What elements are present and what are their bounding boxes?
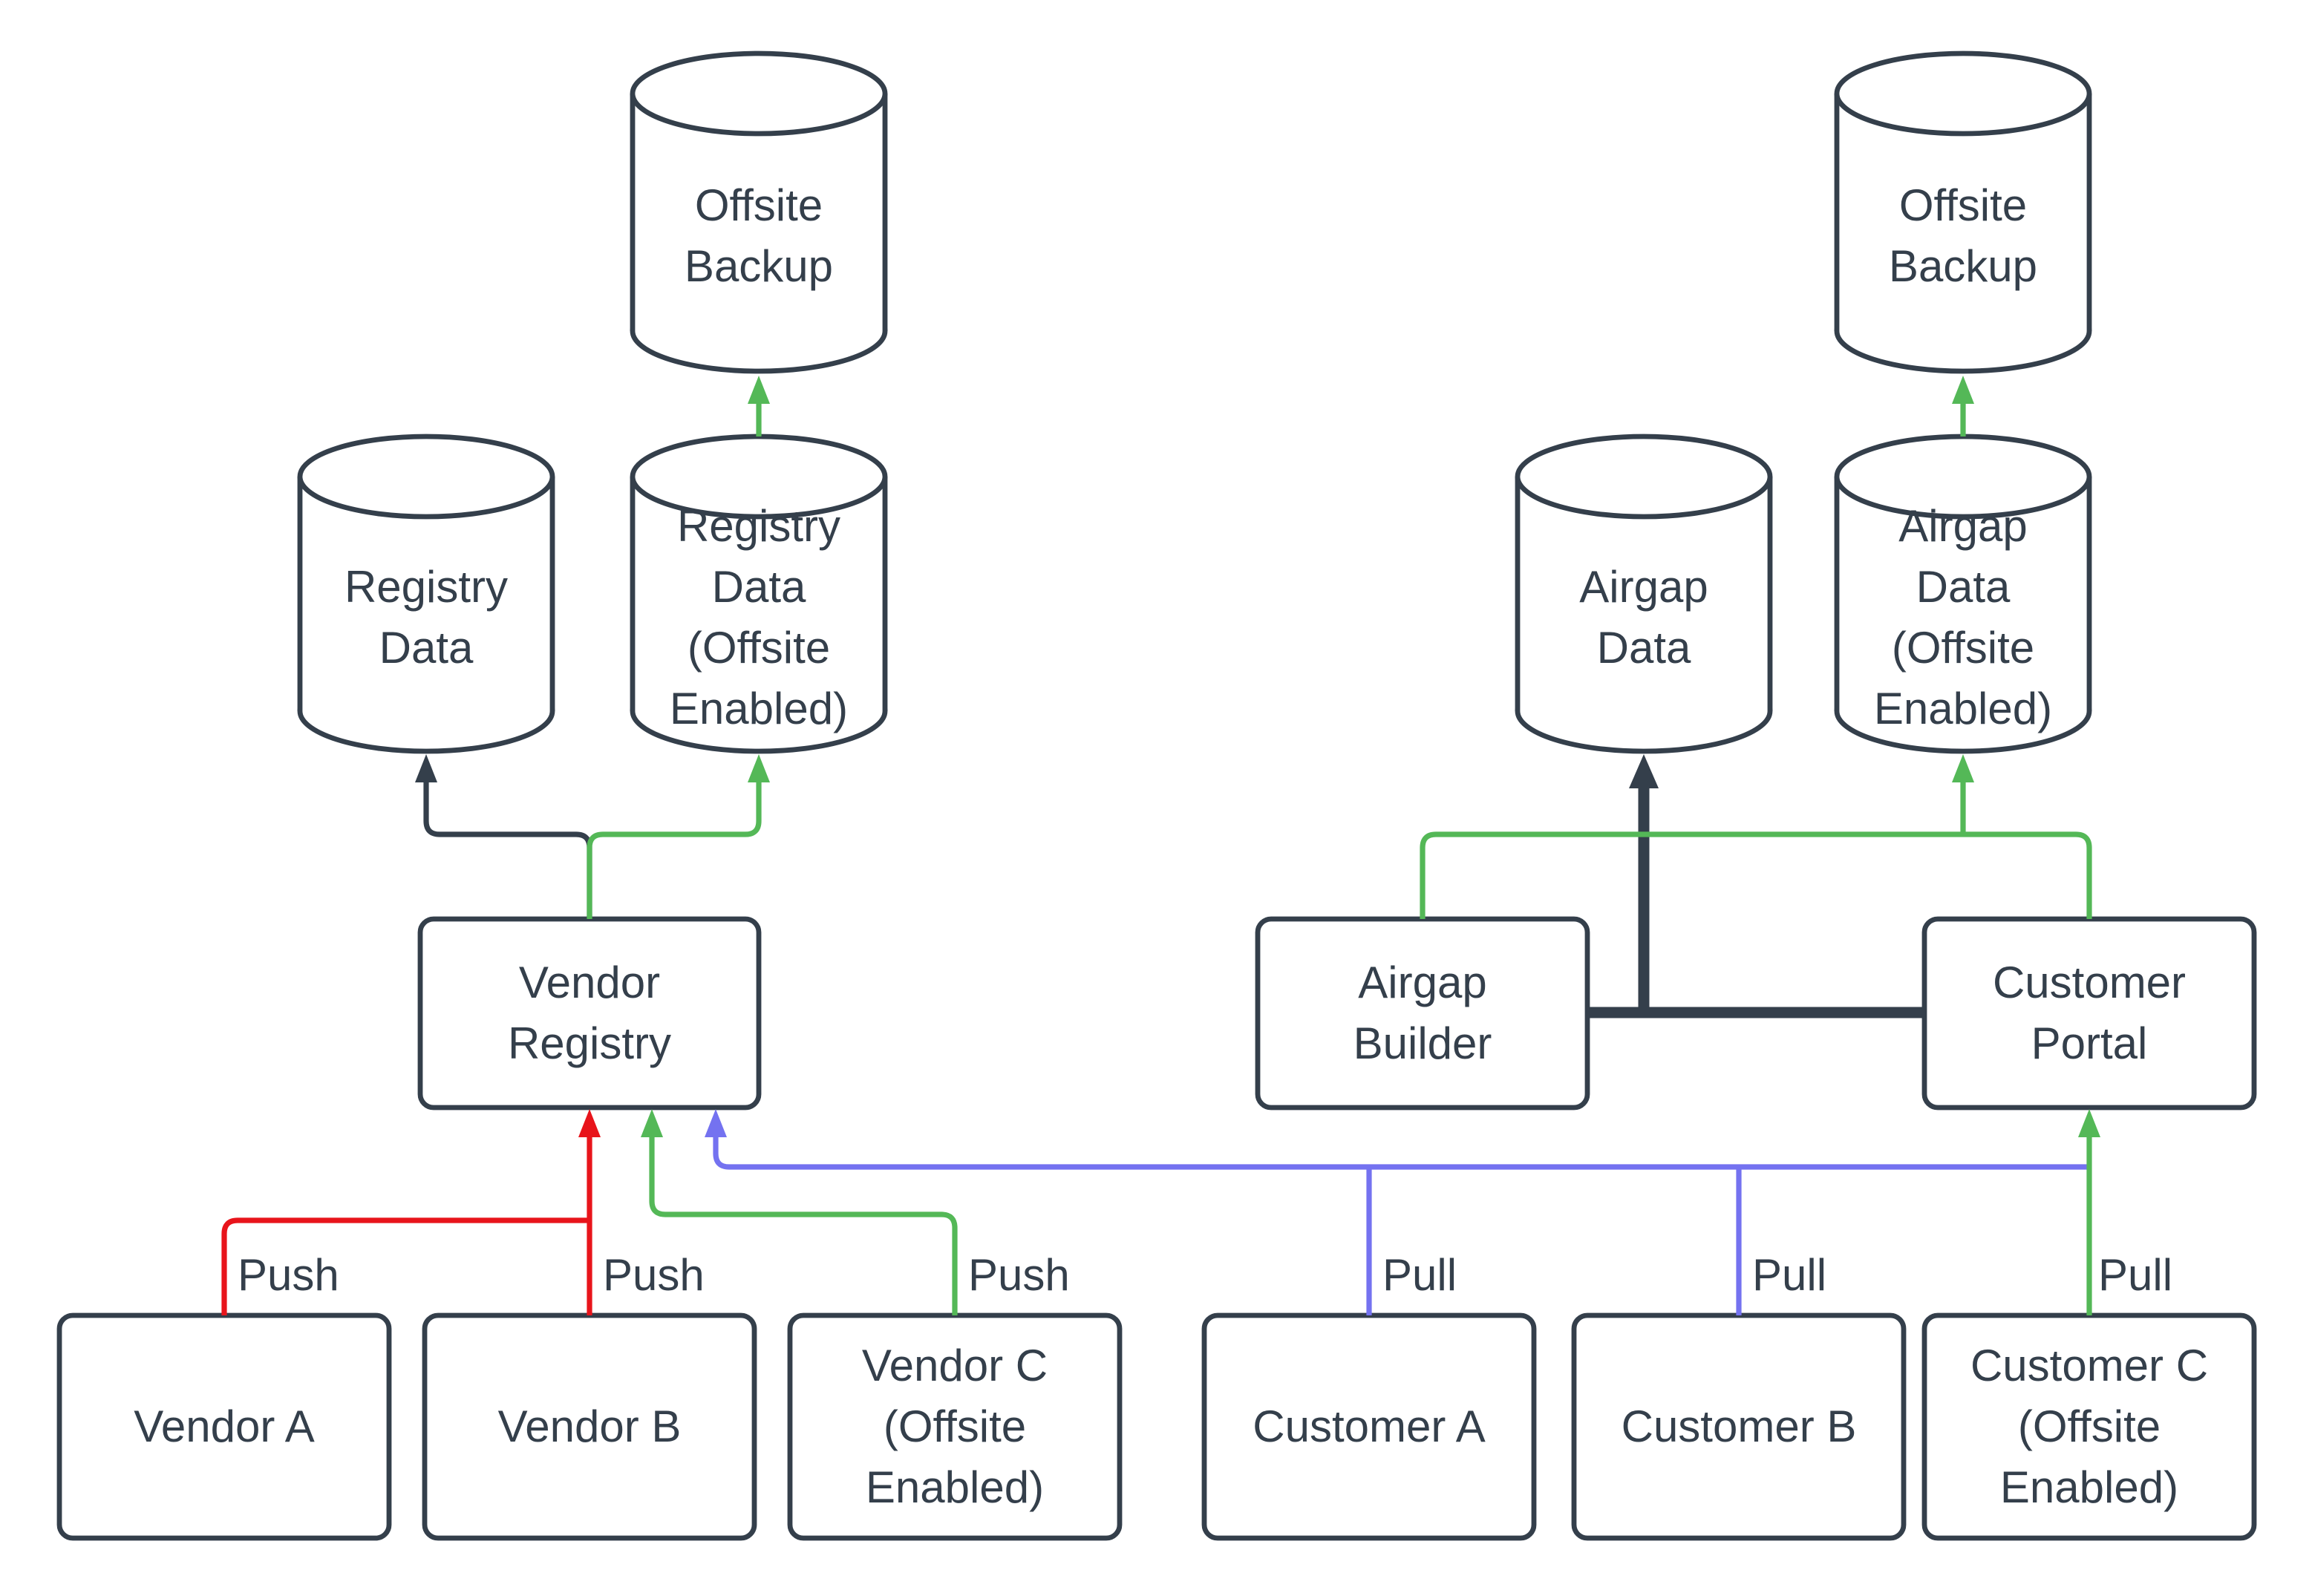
registry-data-cylinder-top (297, 434, 555, 520)
offsite-backup-left-label-line: Backup (685, 241, 833, 291)
airgap-builder-box (1255, 916, 1590, 1111)
vendor-registry-box (417, 916, 762, 1111)
vendor-b-node: Vendor B (422, 1312, 757, 1541)
airgap-builder-label-line: Builder (1353, 1018, 1492, 1068)
airgap-data-cylinder-top (1515, 434, 1773, 520)
offsite-backup-left-cylinder-top (630, 50, 888, 137)
customer-portal-label-line: Customer (1993, 958, 2186, 1007)
push-label-b: Push (603, 1250, 705, 1300)
vendor-registry-label-line: Registry (508, 1018, 671, 1068)
rd-offsite-to-backup-arrowhead-icon (748, 376, 770, 404)
registry-to-data-offsite-edge (587, 776, 762, 919)
to-airgap-data-offsite-arrowhead-icon (1952, 754, 1974, 782)
offsite-backup-right-cylinder-top (1834, 50, 2092, 137)
vendor-a-label-line: Vendor A (134, 1402, 315, 1451)
vendor-a-push-edge (221, 1217, 588, 1315)
registry-to-data-offsite-arrowhead-icon (748, 754, 770, 782)
pull-rail-to-registry-arrowhead-icon (705, 1109, 727, 1137)
registry-data-offsite-label-line: Data (712, 562, 806, 612)
pull-label-c: Pull (2098, 1250, 2172, 1300)
offsite-backup-left-label-line: Offsite (695, 180, 823, 230)
vendor-c-label-line: (Offsite (884, 1402, 1026, 1451)
registry-data-offsite-label-line: (Offsite (688, 623, 830, 673)
airgap-data-offsite-label-line: (Offsite (1892, 623, 2034, 673)
offsite-backup-right-label-line: Backup (1889, 241, 2037, 291)
vendor-b-push-arrowhead-icon (578, 1109, 601, 1137)
push-label-c: Push (968, 1250, 1070, 1300)
registry-data-label-line: Data (379, 623, 474, 673)
vendor-c-push-edge (649, 1131, 958, 1315)
customer-c-label-line: Enabled) (2000, 1462, 2178, 1512)
registry-to-data-edge (423, 776, 592, 919)
registry-data-offsite-label-line: Registry (677, 501, 840, 551)
airgap-data-offsite-label-line: Airgap (1898, 501, 2027, 551)
offsite-backup-right-label-line: Offsite (1899, 180, 2027, 230)
airgap-data-label-line: Airgap (1579, 562, 1708, 612)
customer-b-node: Customer B (1571, 1312, 1907, 1541)
airgap-data-offsite-label-line: Enabled) (1874, 684, 2052, 733)
customer-a-node: Customer A (1201, 1312, 1537, 1541)
vendor-b-label-line: Vendor B (498, 1402, 682, 1451)
registry-data-offsite-label-line: Enabled) (670, 684, 848, 733)
customer-c-label-line: (Offsite (2018, 1402, 2161, 1451)
airgap-data-label-line: Data (1597, 623, 1691, 673)
customer-c-pull-arrowhead-icon (2078, 1109, 2100, 1137)
pull-rail-to-registry-edge (713, 1131, 2089, 1170)
customer-a-label-line: Customer A (1253, 1402, 1485, 1451)
push-label-a: Push (238, 1250, 339, 1300)
offsite-green-rail-edge (1420, 831, 2092, 919)
vendor-c-label-line: Vendor C (862, 1341, 1048, 1390)
pull-label-a: Pull (1382, 1250, 1457, 1300)
nodes-layer: OffsiteBackupRegistryDataRegistryData(Of… (56, 50, 2257, 1541)
customer-c-label-line: Customer C (1970, 1341, 2208, 1390)
registry-data-label-line: Registry (344, 562, 508, 612)
edges-layer (221, 376, 2100, 1315)
vendor-registry-label-line: Vendor (519, 958, 660, 1007)
vendor-c-push-arrowhead-icon (641, 1109, 663, 1137)
pull-label-b: Pull (1752, 1250, 1826, 1300)
ad-offsite-to-backup-arrowhead-icon (1952, 376, 1974, 404)
vendor-a-node: Vendor A (56, 1312, 392, 1541)
airgap-builder-label-line: Airgap (1358, 958, 1486, 1007)
customer-b-label-line: Customer B (1622, 1402, 1857, 1451)
airgap-data-offsite-label-line: Data (1916, 562, 2011, 612)
customer-portal-label-line: Portal (2031, 1018, 2148, 1068)
vendor-c-label-line: Enabled) (866, 1462, 1044, 1512)
edge-labels-layer: Push Push Push Pull Pull Pull (238, 1250, 2172, 1300)
registry-to-data-arrowhead-icon (415, 754, 437, 782)
customer-portal-box (1921, 916, 2257, 1111)
to-airgap-data-arrowhead-icon (1629, 754, 1659, 788)
